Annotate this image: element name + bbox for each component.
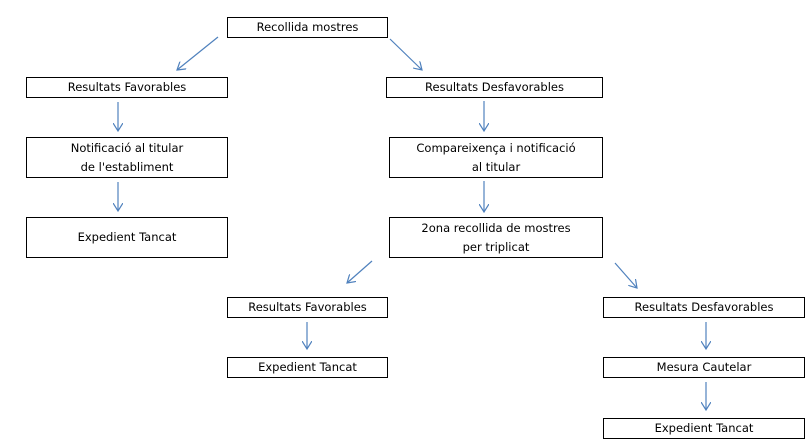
arrow-segona-to-desfav2	[614, 262, 637, 288]
arrow-recollida-to-fav1	[177, 36, 219, 70]
node-resultats-favorables-1: Resultats Favorables	[26, 77, 228, 98]
node-mesura-cautelar: Mesura Cautelar	[603, 357, 805, 378]
node-segona-recollida: 2ona recollida de mostres per triplicat	[389, 217, 603, 258]
node-expedient-tancat-3: Expedient Tancat	[603, 418, 805, 439]
node-expedient-tancat-1: Expedient Tancat	[26, 217, 228, 258]
node-resultats-favorables-2: Resultats Favorables	[227, 297, 388, 318]
node-notificacio-titular: Notificació al titular de l'establiment	[26, 137, 228, 178]
node-compareixenca: Compareixença i notificació al titular	[389, 137, 603, 178]
node-resultats-desfavorables-1: Resultats Desfavorables	[386, 77, 603, 98]
node-resultats-desfavorables-2: Resultats Desfavorables	[603, 297, 805, 318]
node-expedient-tancat-2: Expedient Tancat	[227, 357, 388, 378]
arrow-recollida-to-desfav1	[389, 38, 422, 70]
arrow-segona-to-fav2	[347, 260, 373, 283]
node-recollida-mostres: Recollida mostres	[227, 17, 388, 38]
